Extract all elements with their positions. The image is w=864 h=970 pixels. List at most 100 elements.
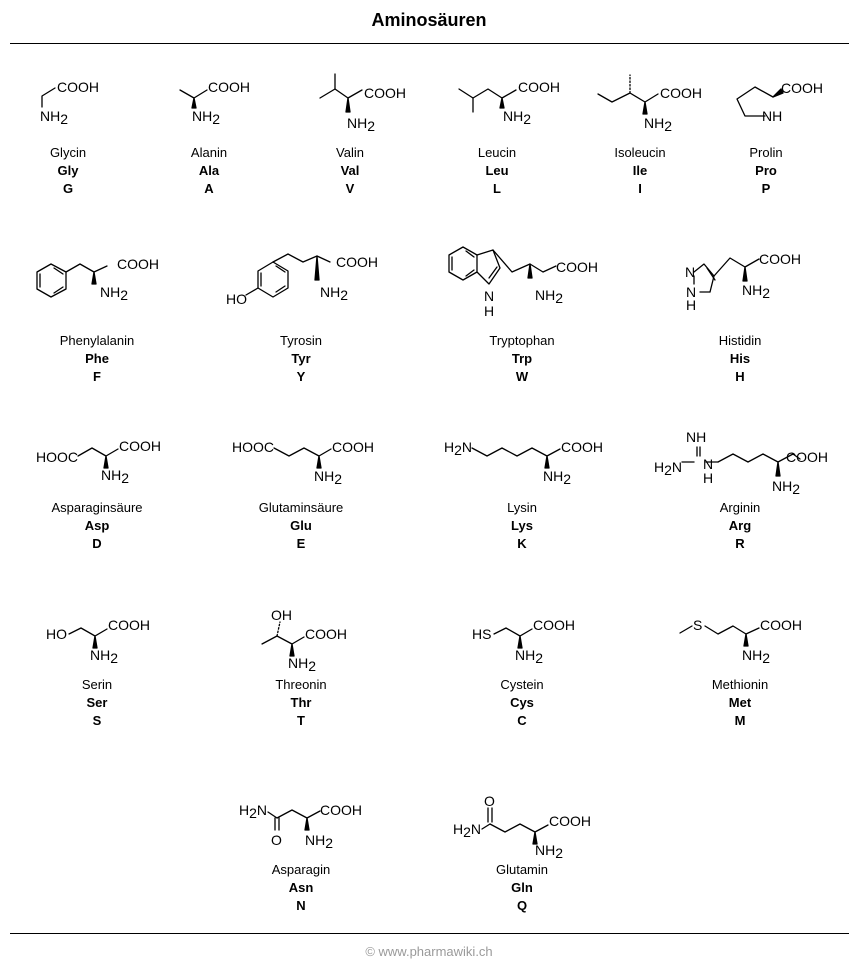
svg-text:NH2: NH2 <box>772 478 800 497</box>
amino-acid-name: Prolin <box>749 145 783 160</box>
structure-phenylalanin: COOH NH2 <box>36 256 159 303</box>
svg-text:COOH: COOH <box>332 439 374 455</box>
amino-acid-code1: C <box>517 713 527 728</box>
structure-histidin: COOH NH2 N N H <box>685 251 801 313</box>
structure-glutaminsaeure: HOOC COOH NH2 <box>232 439 374 487</box>
caption-tryptophan: Tryptophan Trp W <box>442 332 602 386</box>
svg-text:H2N: H2N <box>239 802 267 821</box>
amino-acid-code3: Pro <box>755 163 777 178</box>
svg-text:COOH: COOH <box>364 85 406 101</box>
svg-text:H2N: H2N <box>453 821 481 840</box>
structure-tryptophan: COOH NH2 N H <box>448 246 598 319</box>
caption-asparagin: Asparagin Asn N <box>221 861 381 915</box>
svg-text:S: S <box>693 617 702 633</box>
amino-acid-code1: R <box>735 536 745 551</box>
svg-text:O: O <box>271 832 282 848</box>
copyright-footer: © www.pharmawiki.ch <box>365 944 493 959</box>
structure-tyrosin: COOH NH2 HO <box>226 253 378 307</box>
page-title: Aminosäuren <box>371 10 487 30</box>
svg-text:N: N <box>484 288 494 304</box>
amino-acid-name: Arginin <box>719 500 761 515</box>
structure-valin: COOH NH2 <box>319 73 406 134</box>
svg-text:NH: NH <box>686 429 706 445</box>
structure-lysin: H2N COOH NH2 <box>444 439 603 487</box>
svg-text:NH2: NH2 <box>305 832 333 851</box>
svg-text:NH2: NH2 <box>100 284 128 303</box>
svg-text:COOH: COOH <box>320 802 362 818</box>
svg-text:COOH: COOH <box>660 85 702 101</box>
svg-text:OH: OH <box>271 607 292 623</box>
caption-phenylalanin: Phenylalanin Phe F <box>17 332 177 386</box>
svg-text:COOH: COOH <box>786 449 828 465</box>
structure-alanin: COOH NH2 <box>179 79 250 127</box>
svg-text:N: N <box>686 284 696 300</box>
amino-acid-code1: Y <box>296 369 306 384</box>
structure-prolin: COOH NH <box>736 80 823 124</box>
amino-acid-code1: Q <box>516 898 528 913</box>
svg-text:COOH: COOH <box>759 251 801 267</box>
caption-arginin: Arginin Arg R <box>660 499 820 553</box>
svg-text:HO: HO <box>46 626 67 642</box>
caption-valin: Valin Val V <box>270 144 430 198</box>
caption-glutamin: Glutamin Gln Q <box>442 861 602 915</box>
amino-acid-code1: F <box>93 369 101 384</box>
amino-acid-code3: Arg <box>728 518 752 533</box>
caption-glycin: Glycin Gly G <box>0 144 148 198</box>
amino-acid-code3: His <box>729 351 751 366</box>
amino-acid-code3: Leu <box>485 163 509 178</box>
caption-asparaginsaeure: Asparaginsäure Asp D <box>17 499 177 553</box>
svg-text:NH2: NH2 <box>535 287 563 306</box>
amino-acid-code3: Thr <box>290 695 312 710</box>
caption-tyrosin: Tyrosin Tyr Y <box>221 332 381 386</box>
amino-acid-name: Leucin <box>477 145 517 160</box>
svg-text:H2N: H2N <box>654 459 682 478</box>
amino-acid-name: Tryptophan <box>489 333 555 348</box>
amino-acid-code1: S <box>92 713 102 728</box>
top-divider <box>10 43 849 44</box>
svg-text:COOH: COOH <box>208 79 250 95</box>
svg-text:COOH: COOH <box>561 439 603 455</box>
svg-text:HO: HO <box>226 291 247 307</box>
structure-asparaginsaeure: HOOC COOH NH2 <box>36 438 161 486</box>
amino-acid-code1: L <box>493 181 501 196</box>
amino-acid-name: Alanin <box>190 145 228 160</box>
caption-isoleucin: Isoleucin Ile I <box>560 144 720 198</box>
amino-acid-code1: T <box>297 713 305 728</box>
svg-text:NH2: NH2 <box>503 108 531 127</box>
amino-acid-name: Histidin <box>718 333 762 348</box>
structure-asparagin: H2N COOH O NH2 <box>239 802 362 851</box>
amino-acid-code3: Gln <box>511 880 533 895</box>
amino-acid-name: Lysin <box>507 500 537 515</box>
svg-text:NH2: NH2 <box>90 647 118 666</box>
svg-text:NH2: NH2 <box>320 284 348 303</box>
caption-threonin: Threonin Thr T <box>221 676 381 730</box>
structure-arginin: NH H2N N H COOH NH2 <box>654 429 828 497</box>
structure-cystein: HS COOH NH2 <box>472 617 575 666</box>
svg-text:NH2: NH2 <box>101 467 129 486</box>
svg-text:NH2: NH2 <box>742 282 770 301</box>
amino-acid-name: Cystein <box>500 677 544 692</box>
amino-acid-name: Valin <box>336 145 364 160</box>
svg-text:NH2: NH2 <box>40 108 68 127</box>
amino-acid-code3: Ala <box>198 163 220 178</box>
structure-leucin: COOH NH2 <box>458 79 560 127</box>
amino-acid-name: Phenylalanin <box>59 333 135 348</box>
svg-text:NH2: NH2 <box>535 842 563 861</box>
amino-acid-code3: Gly <box>57 163 79 178</box>
svg-text:COOH: COOH <box>549 813 591 829</box>
amino-acid-code3: Met <box>728 695 752 710</box>
svg-text:NH2: NH2 <box>347 115 375 134</box>
amino-acid-code1: V <box>345 181 355 196</box>
svg-text:NH2: NH2 <box>543 468 571 487</box>
amino-acid-code3: Val <box>340 163 360 178</box>
amino-acid-code1: M <box>734 713 746 728</box>
svg-text:NH2: NH2 <box>644 115 672 134</box>
amino-acid-code1: P <box>761 181 771 196</box>
amino-acid-code3: Phe <box>85 351 109 366</box>
svg-text:N: N <box>685 264 695 280</box>
caption-methionin: Methionin Met M <box>660 676 820 730</box>
svg-text:COOH: COOH <box>305 626 347 642</box>
svg-text:HOOC: HOOC <box>36 449 78 465</box>
amino-acid-code3: Asp <box>84 518 110 533</box>
caption-lysin: Lysin Lys K <box>442 499 602 553</box>
